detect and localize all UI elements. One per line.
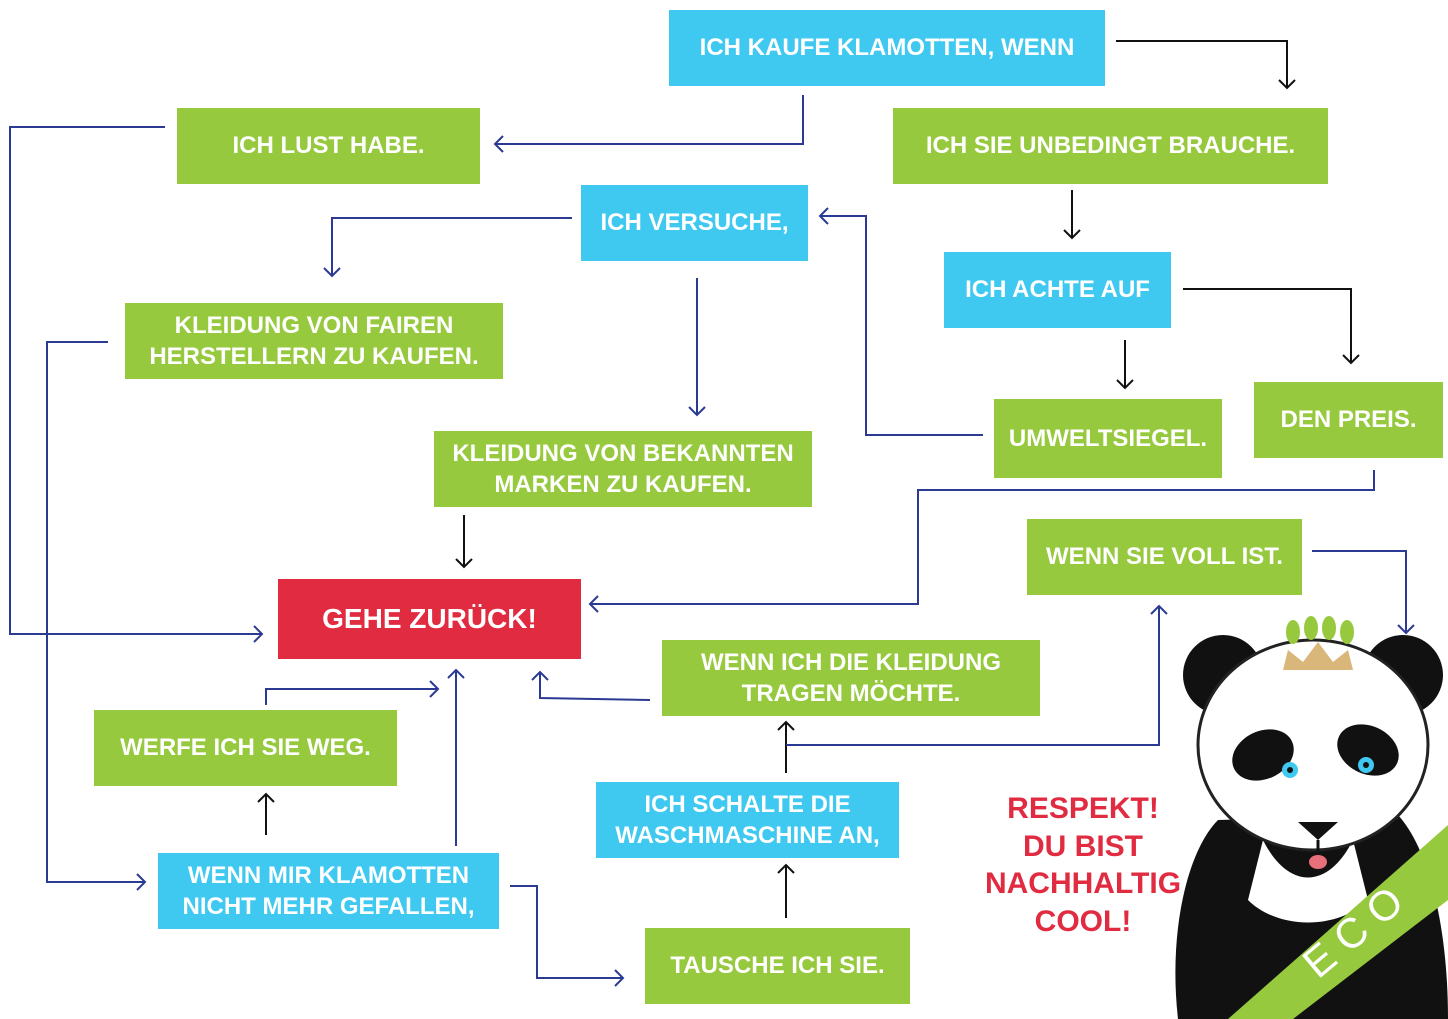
respekt-message: RESPEKT! DU BIST NACHHALTIG COOL!: [984, 792, 1182, 938]
box-ich-versuche: ICH VERSUCHE,: [581, 185, 808, 261]
box-label: WENN MIR KLAMOTTEN NICHT MEHR GEFALLEN,: [182, 861, 475, 920]
box-label: WENN ICH DIE KLEIDUNG TRAGEN MÖCHTE.: [701, 648, 1001, 707]
arrow-fairen-gefallen: [46, 341, 147, 891]
box-nicht-mehr-gefallen: WENN MIR KLAMOTTEN NICHT MEHR GEFALLEN,: [158, 853, 499, 929]
box-label: WENN SIE VOLL IST.: [1046, 543, 1283, 571]
arrow-umweltsiegel-versuche: [818, 207, 983, 436]
arrow-gefallen-tausche: [510, 885, 625, 987]
box-label: TAUSCHE ICH SIE.: [670, 952, 885, 980]
box-label: ICH SCHALTE DIE WASCHMASCHINE AN,: [615, 790, 880, 849]
box-kleidung-tragen: WENN ICH DIE KLEIDUNG TRAGEN MÖCHTE.: [662, 640, 1040, 716]
box-label: ICH LUST HABE.: [232, 132, 425, 160]
arrow-achte-preis: [1183, 288, 1360, 365]
box-label: ICH KAUFE KLAMOTTEN, WENN: [699, 34, 1075, 62]
box-label: UMWELTSIEGEL.: [1008, 424, 1208, 452]
box-waschmaschine: ICH SCHALTE DIE WASCHMASCHINE AN,: [596, 782, 899, 858]
arrow-versuche-fairen: [323, 217, 572, 278]
arrow-tragen-zurueck: [531, 670, 651, 701]
box-label: KLEIDUNG VON BEKANNTEN MARKEN ZU KAUFEN.: [452, 439, 794, 498]
panda-icon: ECO: [1175, 616, 1448, 1019]
box-label: ICH VERSUCHE,: [600, 209, 789, 237]
box-label: DEN PREIS.: [1280, 406, 1417, 434]
box-label: WERFE ICH SIE WEG.: [120, 734, 371, 762]
arrow-werfe-zurueck: [265, 680, 440, 705]
box-den-preis: DEN PREIS.: [1254, 382, 1443, 458]
box-umweltsiegel: UMWELTSIEGEL.: [994, 399, 1222, 478]
box-label: KLEIDUNG VON FAIREN HERSTELLERN ZU KAUFE…: [149, 311, 479, 370]
box-label: ICH SIE UNBEDINGT BRAUCHE.: [925, 132, 1296, 160]
box-wenn-sie-voll-ist: WENN SIE VOLL IST.: [1027, 519, 1302, 595]
arrow-tragen-voll: [786, 604, 1168, 746]
box-label: ICH ACHTE AUF: [965, 276, 1150, 304]
arrow-lust-zurueck: [9, 126, 264, 643]
box-fairen-herstellern: KLEIDUNG VON FAIREN HERSTELLERN ZU KAUFE…: [125, 303, 503, 379]
arrow-preis-zurueck: [588, 470, 1375, 613]
arrow-voll-panda: [1312, 550, 1415, 635]
box-ich-kaufe-klamotten: ICH KAUFE KLAMOTTEN, WENN: [669, 10, 1105, 86]
box-tausche-ich-sie: TAUSCHE ICH SIE.: [645, 928, 910, 1004]
box-bekannten-marken: KLEIDUNG VON BEKANNTEN MARKEN ZU KAUFEN.: [434, 431, 812, 507]
arrow-kaufe-lust: [493, 95, 804, 153]
box-werfe-weg: WERFE ICH SIE WEG.: [94, 710, 397, 786]
box-lust-habe: ICH LUST HABE.: [177, 108, 480, 184]
box-label: GEHE ZURÜCK!: [322, 602, 537, 634]
box-gehe-zurueck: GEHE ZURÜCK!: [278, 579, 581, 659]
arrow-kaufe-brauche: [1116, 40, 1296, 90]
box-ich-achte-auf: ICH ACHTE AUF: [944, 252, 1171, 328]
box-unbedingt-brauche: ICH SIE UNBEDINGT BRAUCHE.: [893, 108, 1328, 184]
